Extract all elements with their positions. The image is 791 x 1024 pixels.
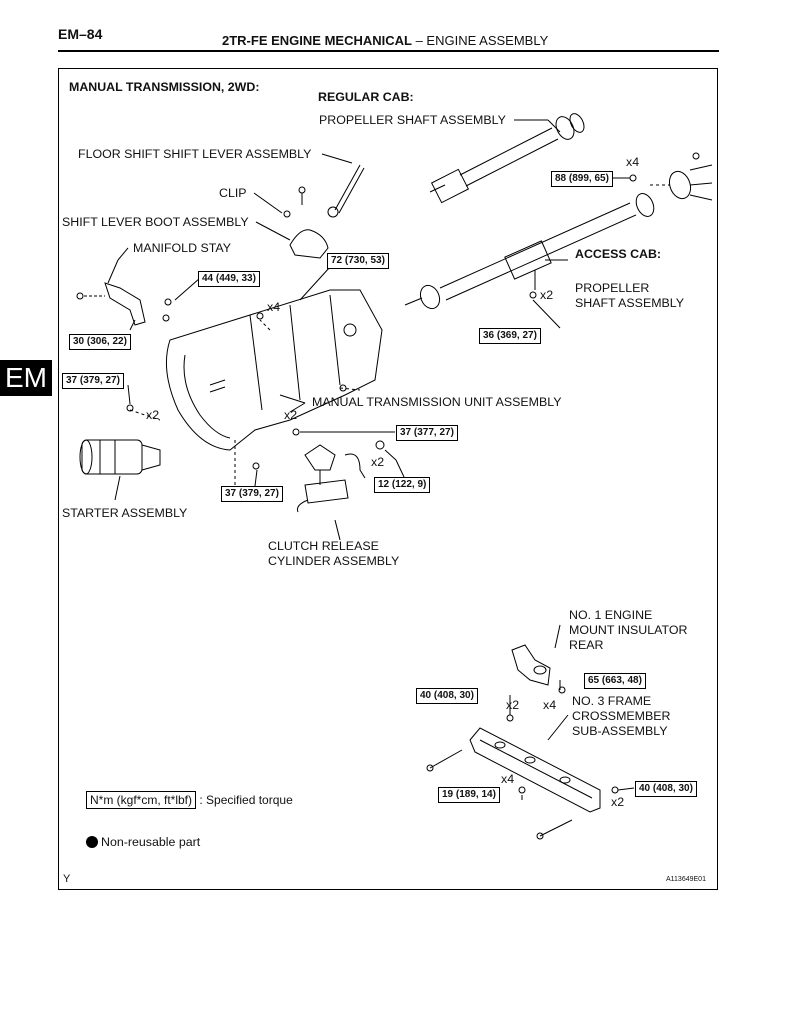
mult-x4-top: x4	[626, 155, 640, 169]
mult-x2-access: x2	[540, 288, 554, 302]
clutch-release-cylinder	[252, 428, 385, 513]
torque-65: 65 (663, 48)	[584, 673, 646, 689]
flange	[600, 152, 713, 201]
label-frame-3: SUB-ASSEMBLY	[572, 724, 668, 738]
propeller-shaft-regular	[429, 113, 585, 204]
label-propeller-access-2: SHAFT ASSEMBLY	[575, 296, 685, 310]
side-tab: EM	[0, 360, 52, 396]
torque-37-lower: 37 (379, 27)	[221, 486, 283, 502]
torque-30: 30 (306, 22)	[69, 334, 131, 350]
label-clutch-1: CLUTCH RELEASE	[268, 539, 379, 553]
section-title: 2TR-FE ENGINE MECHANICAL – ENGINE ASSEMB…	[222, 33, 548, 48]
transmission-housing	[165, 289, 383, 451]
label-starter: STARTER ASSEMBLY	[62, 506, 188, 520]
torque-72: 72 (730, 53)	[327, 253, 389, 269]
propeller-shaft-access	[404, 193, 655, 310]
nonreusable-dot	[86, 836, 98, 848]
legend-unit-box: N*m (kgf*cm, ft*lbf)	[86, 791, 197, 809]
label-mount-3: REAR	[569, 638, 604, 652]
access-cab-heading: ACCESS CAB:	[575, 247, 662, 261]
header-rule	[58, 50, 719, 52]
torque-37-clutch: 37 (377, 27)	[396, 425, 458, 441]
label-clutch-2: CYLINDER ASSEMBLY	[268, 554, 400, 568]
torque-36: 36 (369, 27)	[479, 328, 541, 344]
mult-x4-mount: x4	[543, 698, 557, 712]
mult-x2-starter: x2	[146, 408, 160, 422]
label-floor-shift: FLOOR SHIFT SHIFT LEVER ASSEMBLY	[78, 147, 312, 161]
legend-nonreusable: Non-reusable part	[101, 835, 201, 849]
starter-assembly	[79, 404, 161, 475]
torque-88: 88 (899, 65)	[551, 171, 613, 187]
mult-x4-trans: x4	[267, 300, 281, 314]
shift-lever	[283, 164, 365, 259]
label-mount-2: MOUNT INSULATOR	[569, 623, 688, 637]
diagram-frame	[58, 68, 718, 890]
legend-unit-desc: : Specified torque	[196, 793, 293, 807]
section-title-rest: – ENGINE ASSEMBLY	[411, 33, 549, 48]
torque-19: 19 (189, 14)	[438, 787, 500, 803]
torque-44: 44 (449, 33)	[198, 271, 260, 287]
label-propeller-regular: PROPELLER SHAFT ASSEMBLY	[319, 113, 506, 127]
torque-40-mount: 40 (408, 30)	[416, 688, 478, 704]
manifold-stay	[76, 282, 264, 326]
label-shift-boot: SHIFT LEVER BOOT ASSEMBLY	[62, 215, 249, 229]
diagram-title: MANUAL TRANSMISSION, 2WD:	[69, 80, 260, 94]
label-manual-trans: MANUAL TRANSMISSION UNIT ASSEMBLY	[312, 395, 562, 409]
label-mount-1: NO. 1 ENGINE	[569, 608, 653, 622]
mult-x2-clutch: x2	[371, 455, 385, 469]
mult-x2-trans: x2	[284, 408, 298, 422]
mult-x2-mount: x2	[506, 698, 520, 712]
figure-id: A113649E01	[666, 876, 706, 883]
label-propeller-access-1: PROPELLER	[575, 281, 650, 295]
footer-mark: Y	[63, 873, 71, 885]
alignment-lines	[129, 184, 670, 485]
regular-cab-heading: REGULAR CAB:	[318, 90, 414, 104]
mult-x2-frame: x2	[611, 795, 625, 809]
torque-40-frame: 40 (408, 30)	[635, 781, 697, 797]
label-frame-1: NO. 3 FRAME	[572, 694, 652, 708]
page-number: EM–84	[58, 26, 103, 42]
section-title-bold: 2TR-FE ENGINE MECHANICAL	[222, 33, 412, 48]
label-manifold-stay: MANIFOLD STAY	[133, 241, 231, 255]
mult-x4-frame: x4	[501, 772, 515, 786]
torque-37-starter: 37 (379, 27)	[62, 373, 124, 389]
frame-crossmember	[426, 727, 619, 840]
label-clip: CLIP	[219, 186, 247, 200]
torque-12: 12 (122, 9)	[374, 477, 431, 493]
label-frame-2: CROSSMEMBER	[572, 709, 671, 723]
legend-torque: N*m (kgf*cm, ft*lbf) : Specified torque	[86, 791, 293, 809]
leader-lines	[107, 119, 635, 800]
